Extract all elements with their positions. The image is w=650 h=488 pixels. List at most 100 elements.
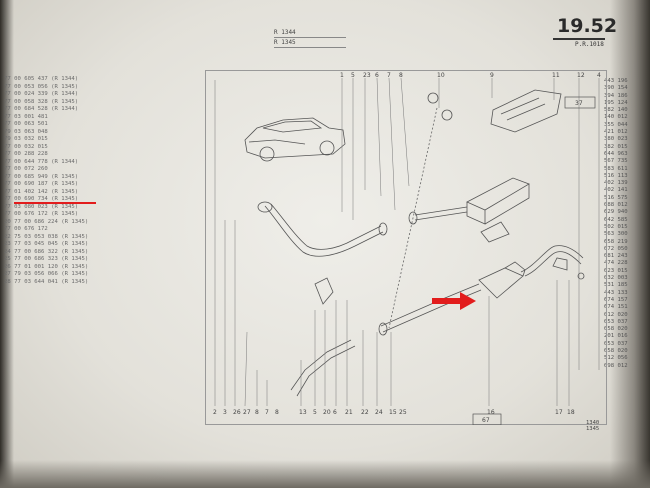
part-number-row: 053 037 [604, 318, 628, 325]
part-number-row: 421 012 [604, 129, 628, 136]
part-number-row: 674 157 [604, 296, 628, 303]
model-header-row: R 1344 [274, 28, 346, 38]
callout-number: 24 [375, 409, 383, 416]
part-number-row: 77 00 024 339 (R 1344) [4, 91, 79, 97]
part-number-row: 032 003 [604, 275, 628, 282]
part-number-row: 77 03 080 023 (R 1345) [4, 203, 79, 210]
bracket-icon [314, 92, 585, 305]
part-number-row: 012 020 [604, 311, 628, 318]
box-label: 37 [575, 100, 583, 107]
downpipe-icon [257, 201, 388, 257]
part-number-row: 77 00 605 437 (R 1344) [4, 76, 79, 82]
part-number-row: 474 228 [604, 260, 628, 267]
part-number-row: 77 00 058 328 (R 1345) [4, 98, 79, 105]
part-number-row: 658 219 [604, 238, 628, 245]
bottom-ref: 1345 [586, 426, 600, 432]
callout-number: 6 [333, 409, 337, 416]
part-number-row: 77 00 690 187 (R 1345) [4, 181, 79, 187]
part-number-row: 402 139 [604, 180, 628, 187]
part-number-row: 77 00 032 015 [4, 143, 48, 150]
callout-number: 2 [213, 409, 217, 416]
bottom-reference-box: 1340 1345 [586, 420, 599, 432]
callout-number: 7 [387, 72, 391, 79]
part-number-row: 77 03 001 481 [4, 113, 48, 120]
part-number-row: 098 012 [604, 362, 628, 369]
callout-number: 8 [255, 409, 259, 416]
page-edge-shadow-left [0, 0, 14, 488]
part-number-row: 77 00 288 228 [4, 151, 48, 157]
part-number-row: 512 056 [604, 355, 628, 362]
part-number-row: 77 00 053 056 (R 1345) [4, 83, 79, 90]
part-number-row: 77 01 402 142 (R 1345) [4, 188, 79, 195]
part-number-row: 27 79 03 056 066 (R 1345) [4, 271, 89, 277]
callout-number: 1 [340, 72, 344, 79]
part-number-row: 674 151 [604, 304, 628, 311]
car-sketch-icon [244, 117, 346, 162]
part-number-row: 443 196 [604, 78, 628, 84]
callout-number: 17 [555, 409, 563, 416]
part-number-row: 24 77 00 686 322 (R 1345) [4, 248, 89, 255]
page-number: 19.52 [557, 15, 618, 37]
part-number-row: 79 03 063 048 [4, 128, 48, 135]
callout-number: 8 [399, 72, 403, 79]
part-number-row: 26 77 01 001 120 (R 1345) [4, 263, 89, 270]
part-number-row: 23 77 03 045 045 (R 1345) [4, 241, 89, 247]
callout-number: 12 [577, 72, 585, 79]
part-number-row: 22 75 03 053 038 (R 1345) [4, 233, 89, 240]
model-header-row: R 1345 [274, 38, 346, 48]
callout-number: 25 [399, 409, 407, 416]
part-number-row: 20 77 00 686 224 (R 1345) [4, 218, 89, 225]
part-number-row: 629 940 [604, 209, 628, 216]
rear-pipe-icon [290, 339, 356, 397]
part-number-row: 77 00 684 528 (R 1344) [4, 106, 79, 112]
part-number-row: 053 037 [604, 340, 628, 347]
callout-number: 7 [265, 409, 269, 416]
part-number-row: 058 020 [604, 347, 628, 354]
part-number-row: 77 00 063 501 [4, 121, 48, 127]
part-number-row: 140 012 [604, 114, 628, 121]
part-number-row: 088 012 [604, 202, 628, 209]
part-number-row: 77 00 690 734 (R 1345) [4, 196, 79, 202]
part-number-row: 642 585 [604, 216, 628, 223]
diagram-frame [205, 70, 607, 425]
part-number-row: 77 00 685 949 (R 1345) [4, 173, 79, 180]
part-number-row: 201 016 [604, 333, 628, 340]
part-number-row: 023 015 [604, 267, 628, 274]
callout-number: 6 [375, 72, 379, 79]
bottom-ref: 1340 [586, 420, 600, 426]
part-number-row: 390 154 [604, 85, 628, 92]
callout-number: 11 [552, 72, 560, 79]
callout-number: 15 [389, 409, 397, 416]
part-number-row: 516 113 [604, 172, 628, 179]
callout-number: 26 [233, 409, 241, 416]
part-number-row: 380 023 [604, 136, 628, 143]
part-number-row: 058 020 [604, 326, 628, 333]
part-number-row: 567 735 [604, 158, 628, 165]
exhaust-system-diagram: 1523678109111243 23262787813520621222415… [213, 72, 601, 425]
heat-shield-icon [490, 89, 562, 133]
part-number-row: 25 77 00 686 323 (R 1345) [4, 256, 89, 262]
callout-number: 4 [597, 72, 601, 79]
callout-leaders-top [341, 77, 600, 370]
part-number-row: 516 575 [604, 194, 628, 201]
part-number-row: 79 03 032 015 [4, 136, 48, 142]
box-label-text: 37 67 [482, 100, 583, 424]
page-number-rule [553, 38, 605, 40]
callout-number: 22 [361, 409, 369, 416]
part-number-row: 072 050 [604, 245, 628, 252]
callout-number: 27 [243, 409, 251, 416]
part-number-row: 582 140 [604, 107, 628, 114]
callout-number: 3 [223, 409, 227, 416]
part-number-list-left: 77 00 605 437 (R 1344)77 00 053 056 (R 1… [4, 76, 134, 286]
part-number-row: 443 133 [604, 289, 628, 296]
part-number-row: 502 015 [604, 223, 628, 230]
box-labels [472, 96, 596, 425]
box-label: 67 [482, 417, 490, 424]
callout-number: 23 [363, 72, 371, 79]
part-number-row: 355 044 [604, 121, 628, 128]
part-number-row: 382 015 [604, 143, 628, 150]
part-number-row: 583 611 [604, 165, 628, 172]
